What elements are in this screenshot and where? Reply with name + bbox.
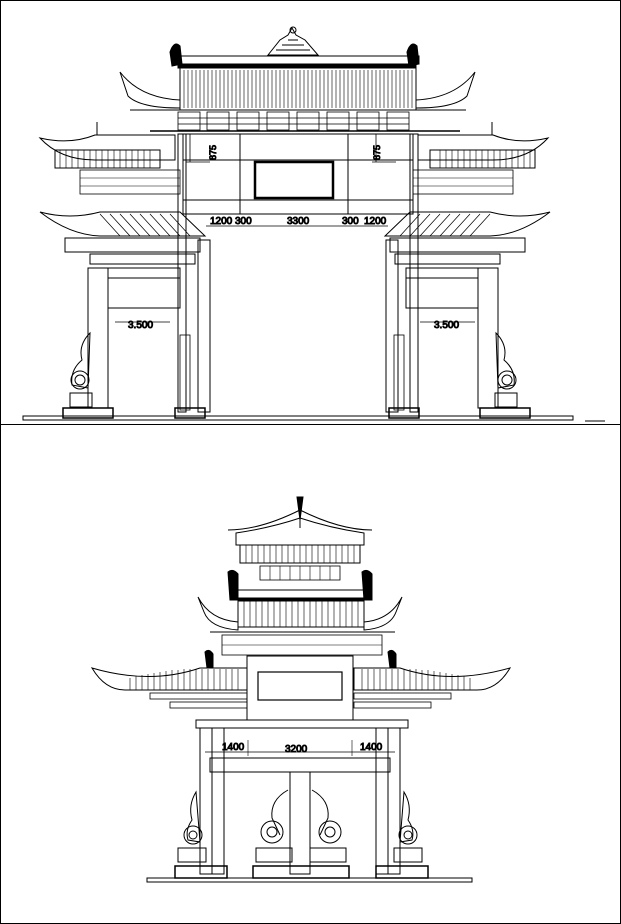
right-upper-side-roof bbox=[412, 122, 550, 195]
top-left-eave bbox=[119, 71, 181, 109]
lower-right-outer-post bbox=[387, 727, 401, 875]
dim-upper-span-center: 3300 bbox=[287, 216, 310, 227]
lower-middle-roof bbox=[197, 569, 403, 656]
lower-top-roof bbox=[227, 496, 373, 581]
lower-drum-stones bbox=[177, 789, 423, 863]
dim-lower-span-left: 1400 bbox=[222, 742, 245, 753]
dim-lower-span-right: 1400 bbox=[360, 742, 383, 753]
left-drum-stone bbox=[69, 331, 93, 408]
left-outer-post bbox=[87, 267, 109, 409]
lower-central-frieze bbox=[246, 655, 354, 721]
sheet-divider bbox=[0, 424, 621, 425]
left-lower-side-roof bbox=[39, 211, 207, 265]
dim-upper-span-left-post: 300 bbox=[235, 216, 252, 227]
top-right-eave bbox=[415, 71, 476, 109]
lower-center-post bbox=[289, 771, 311, 875]
lower-tie-beam bbox=[209, 757, 391, 773]
top-bracket-sets bbox=[177, 111, 410, 131]
top-roof bbox=[179, 67, 417, 111]
ridge-ornament bbox=[266, 26, 320, 56]
left-ridge-beast bbox=[169, 43, 183, 67]
dim-upper-span-left-outer: 1200 bbox=[210, 216, 233, 227]
lower-wide-roof bbox=[90, 649, 512, 709]
dim-upper-level-right: 3.500 bbox=[434, 320, 459, 331]
dim-upper-span-right-outer: 1200 bbox=[364, 216, 387, 227]
left-upper-side-roof bbox=[38, 122, 181, 195]
top-ridge bbox=[174, 55, 420, 65]
dim-lower-span-center: 3200 bbox=[285, 744, 308, 755]
name-plaque bbox=[253, 160, 335, 200]
dim-upper-vertical-left: 875 bbox=[208, 145, 218, 160]
right-lower-side-roof bbox=[383, 211, 551, 265]
upper-ground-line bbox=[22, 415, 574, 421]
dim-upper-level-left: 3.500 bbox=[128, 320, 153, 331]
right-outer-post bbox=[477, 267, 499, 409]
right-ridge-beast bbox=[406, 43, 420, 67]
lower-name-plaque bbox=[257, 671, 343, 701]
upper-dimension-lines bbox=[115, 134, 475, 323]
left-center-post bbox=[177, 133, 187, 413]
right-center-post bbox=[385, 239, 399, 413]
lower-elevation bbox=[90, 496, 512, 883]
dim-upper-vertical-right: 875 bbox=[372, 145, 382, 160]
upper-elevation bbox=[22, 26, 605, 422]
right-drum-stone bbox=[494, 331, 518, 408]
lower-main-beam bbox=[195, 719, 409, 729]
dim-upper-span-right-post: 300 bbox=[342, 216, 359, 227]
